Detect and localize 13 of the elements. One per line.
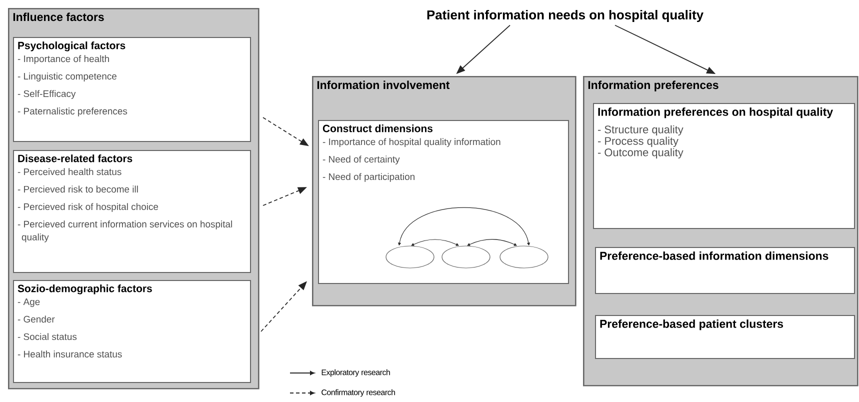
result-box: Preference-based information dimensions <box>595 247 855 294</box>
result-box: Preference-based patient clusters <box>595 315 855 359</box>
diagram-title: Patient information needs on hospital quality <box>427 10 704 22</box>
ellipse-shape <box>386 246 434 268</box>
arc-connector <box>411 239 459 246</box>
factor-box: Sozio-demographic factors - Age - Gender - Social status - Health insurance status <box>13 280 251 383</box>
factor-box: Disease-related factors - Perceived health status - Percieved risk to become ill - Percieved risk of hospital choice - Percieved current information services on hospital quality <box>13 150 251 273</box>
arc-connector <box>467 238 517 246</box>
factor-box: Psychological factors - Importance of health - Linguistic competence - Self-Efficacy - Paternalistic preferences <box>13 37 251 142</box>
ellipse-shape <box>442 246 490 268</box>
factor-box: Construct dimensions - Importance of hospital quality information - Need of certainty - Need of participation <box>318 120 569 284</box>
ellipse-shape <box>500 246 548 268</box>
result-box: Information preferences on hospital quality - Structure quality - Process quality - Outcome quality <box>593 103 855 229</box>
